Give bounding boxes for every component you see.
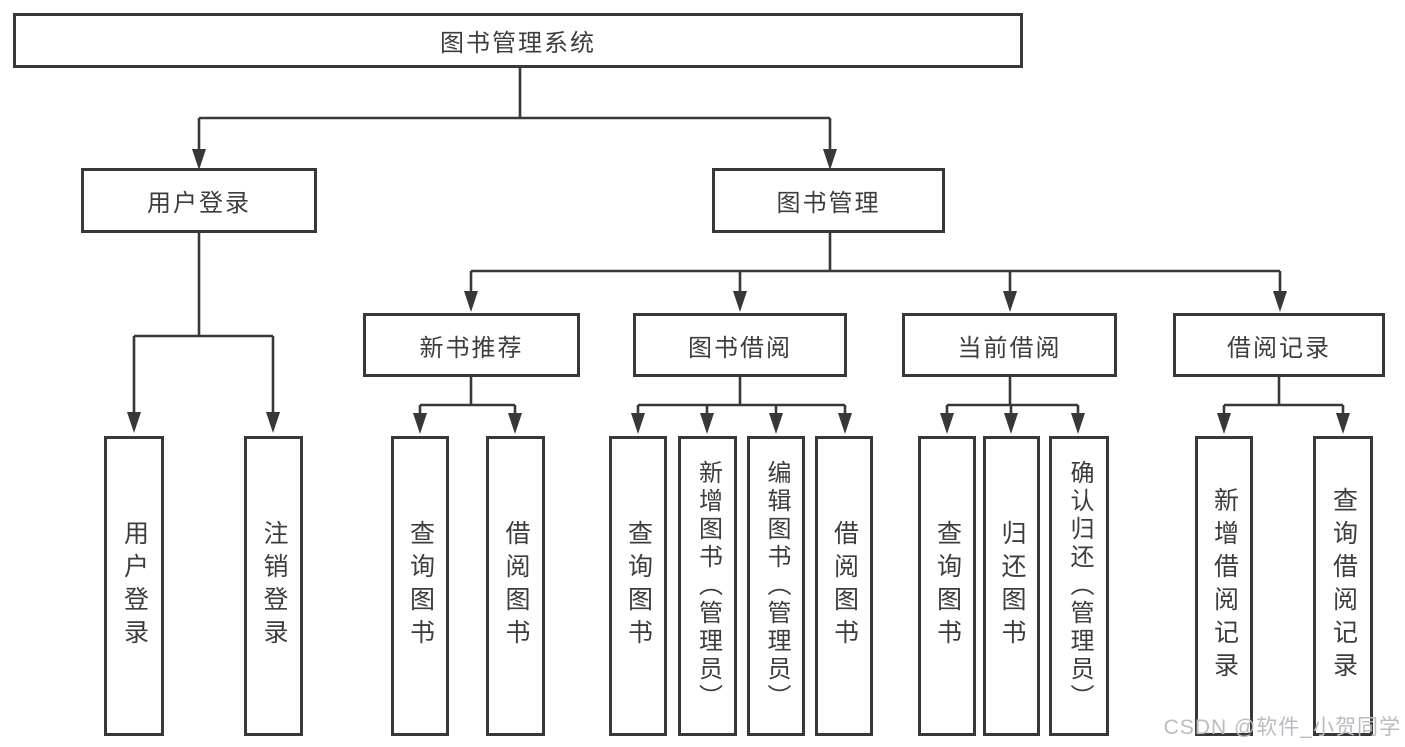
leaf-user-login: 用户登录 — [104, 436, 164, 736]
arrowhead-icon — [838, 413, 852, 434]
leaf-return-books-label: 归还图书 — [998, 520, 1026, 652]
node-book-management: 图书管理 — [712, 168, 945, 233]
node-root-system: 图书管理系统 — [13, 13, 1023, 68]
leaf-query-books-borrow: 查询图书 — [609, 436, 667, 736]
node-current-borrow-label: 当前借阅 — [957, 334, 1062, 362]
arrowhead-icon — [413, 413, 427, 434]
arrowhead-icon — [1217, 413, 1231, 434]
leaf-borrow-books-label: 借阅图书 — [830, 520, 859, 652]
leaf-add-book-admin: 新增图书（管理员） — [678, 436, 737, 736]
leaf-return-books: 归还图书 — [983, 436, 1040, 736]
arrowhead-icon — [508, 413, 522, 434]
connector-borrow-records — [1222, 377, 1345, 416]
arrowhead-icon — [769, 413, 783, 434]
node-book-borrow-label: 图书借阅 — [688, 334, 792, 362]
arrowhead-icon — [1004, 413, 1018, 434]
arrowhead-icon — [940, 413, 954, 434]
node-current-borrow: 当前借阅 — [902, 313, 1117, 377]
leaf-query-books-recommend: 查询图书 — [391, 436, 449, 736]
leaf-user-login-label: 用户登录 — [120, 520, 149, 652]
node-borrow-records-label: 借阅记录 — [1227, 334, 1331, 362]
leaf-add-book-admin-label: 新增图书（管理员） — [694, 460, 722, 712]
arrowhead-icon — [464, 291, 478, 312]
node-borrow-records: 借阅记录 — [1173, 313, 1385, 377]
leaf-edit-book-admin-label: 编辑图书（管理员） — [763, 460, 790, 712]
arrowhead-icon — [1336, 413, 1350, 434]
connector-user-login — [132, 233, 275, 415]
connector-root — [197, 66, 832, 152]
arrowhead-icon — [1273, 291, 1287, 312]
connector-current-borrow — [945, 377, 1080, 416]
arrowhead-icon — [266, 412, 280, 433]
node-user-login-label: 用户登录 — [147, 190, 251, 217]
leaf-add-borrow-record-label: 新增借阅记录 — [1210, 487, 1239, 685]
arrowhead-icon — [700, 413, 714, 434]
leaf-query-books-current-label: 查询图书 — [933, 520, 962, 652]
leaf-query-books-borrow-label: 查询图书 — [624, 520, 653, 652]
connector-book-management — [469, 232, 1282, 292]
node-root-label: 图书管理系统 — [440, 30, 596, 57]
arrowhead-icon — [631, 413, 645, 434]
leaf-query-borrow-record: 查询借阅记录 — [1313, 436, 1373, 736]
connector-book-borrow — [636, 377, 847, 416]
leaf-borrow-books-recommend-label: 借阅图书 — [502, 520, 530, 652]
node-new-book-recommend: 新书推荐 — [363, 313, 580, 377]
leaf-query-books-recommend-label: 查询图书 — [406, 520, 435, 652]
leaf-add-borrow-record: 新增借阅记录 — [1195, 436, 1253, 736]
arrowhead-icon — [1003, 291, 1017, 312]
arrowhead-icon — [823, 149, 837, 170]
node-book-management-label: 图书管理 — [776, 190, 881, 217]
csdn-watermark: CSDN @软件_小贺同学 — [1163, 716, 1401, 739]
leaf-query-borrow-record-label: 查询借阅记录 — [1329, 487, 1358, 685]
leaf-confirm-return-admin: 确认归还（管理员） — [1049, 436, 1109, 736]
arrowhead-icon — [192, 149, 206, 170]
leaf-logout-label: 注销登录 — [260, 520, 288, 652]
leaf-edit-book-admin: 编辑图书（管理员） — [747, 436, 805, 736]
leaf-confirm-return-admin-label: 确认归还（管理员） — [1066, 460, 1093, 712]
leaf-borrow-books-recommend: 借阅图书 — [486, 436, 545, 736]
node-book-borrow: 图书借阅 — [633, 313, 847, 377]
node-new-book-recommend-label: 新书推荐 — [419, 334, 524, 362]
leaf-logout: 注销登录 — [244, 436, 303, 736]
leaf-borrow-books: 借阅图书 — [815, 436, 873, 736]
arrowhead-icon — [1071, 413, 1085, 434]
arrowhead-icon — [127, 412, 141, 433]
connector-new-book — [418, 377, 517, 416]
arrowhead-icon — [733, 291, 747, 312]
node-user-login: 用户登录 — [81, 168, 317, 233]
leaf-query-books-current: 查询图书 — [918, 436, 976, 736]
